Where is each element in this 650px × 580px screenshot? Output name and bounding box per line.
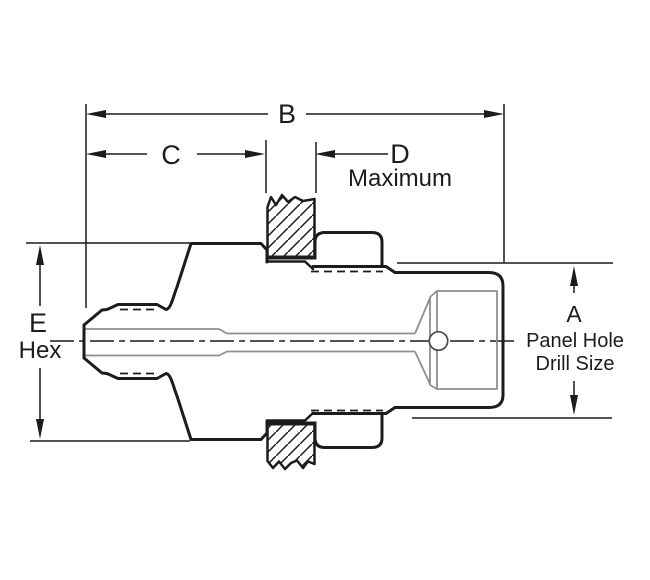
bore-tube-top	[85, 328, 228, 335]
dim-qualifier-hex: Hex	[19, 337, 62, 364]
dimension-d: D Maximum	[315, 139, 452, 193]
panel-bottom	[265, 421, 317, 471]
arrow-left-icon	[315, 150, 335, 158]
locknut-top	[313, 231, 384, 267]
dimension-b: B	[85, 99, 505, 308]
locknut-bottom	[313, 413, 384, 449]
male-end-top-profile	[82, 242, 269, 327]
arrow-right-icon	[484, 110, 504, 118]
arrow-down-icon	[570, 395, 578, 415]
arrow-up-icon	[570, 266, 578, 286]
arrow-right-icon	[245, 150, 265, 158]
arrow-down-icon	[36, 419, 44, 439]
dimension-a: A Panel Hole Drill Size	[397, 262, 624, 419]
locknut-top-bearing-face	[311, 265, 397, 274]
port-cavity	[436, 290, 498, 390]
dim-label-e: E	[29, 308, 47, 338]
panel-top-outline	[266, 193, 316, 258]
male-end-bottom-profile	[82, 356, 269, 441]
dim-label-d: D	[390, 139, 410, 169]
locknut-bottom-bearing-face	[311, 406, 397, 415]
panel-bottom-hatch	[267, 425, 315, 469]
panel-bottom-outline	[266, 423, 316, 471]
male-thread-hidden-lines	[120, 308, 156, 375]
panel-locknut	[311, 231, 397, 449]
bore-cone-step	[429, 290, 438, 390]
dimension-e: E Hex	[19, 242, 190, 442]
right-body-section	[393, 271, 505, 409]
panel-top	[265, 193, 317, 260]
dim-label-b: B	[278, 99, 296, 129]
internal-bore	[85, 290, 498, 390]
panel-top-hatch	[267, 195, 315, 256]
arrow-left-icon	[86, 110, 106, 118]
fitting-body	[82, 242, 505, 441]
arrow-left-icon	[86, 150, 106, 158]
dim-qualifier-maximum: Maximum	[348, 165, 452, 192]
neck-bottom	[265, 411, 315, 422]
dim-label-c: C	[161, 140, 181, 170]
neck-thread-hidden-lines	[311, 270, 383, 412]
arrow-up-icon	[36, 245, 44, 265]
dim-qualifier-panel-hole: Panel Hole	[526, 330, 624, 352]
bore-tube-bottom	[85, 350, 228, 357]
dim-label-a: A	[566, 301, 582, 327]
dimension-c: C	[86, 140, 267, 193]
orifice-circle	[428, 330, 449, 352]
dim-qualifier-drill-size: Drill Size	[536, 353, 615, 375]
neck-top	[265, 260, 315, 271]
